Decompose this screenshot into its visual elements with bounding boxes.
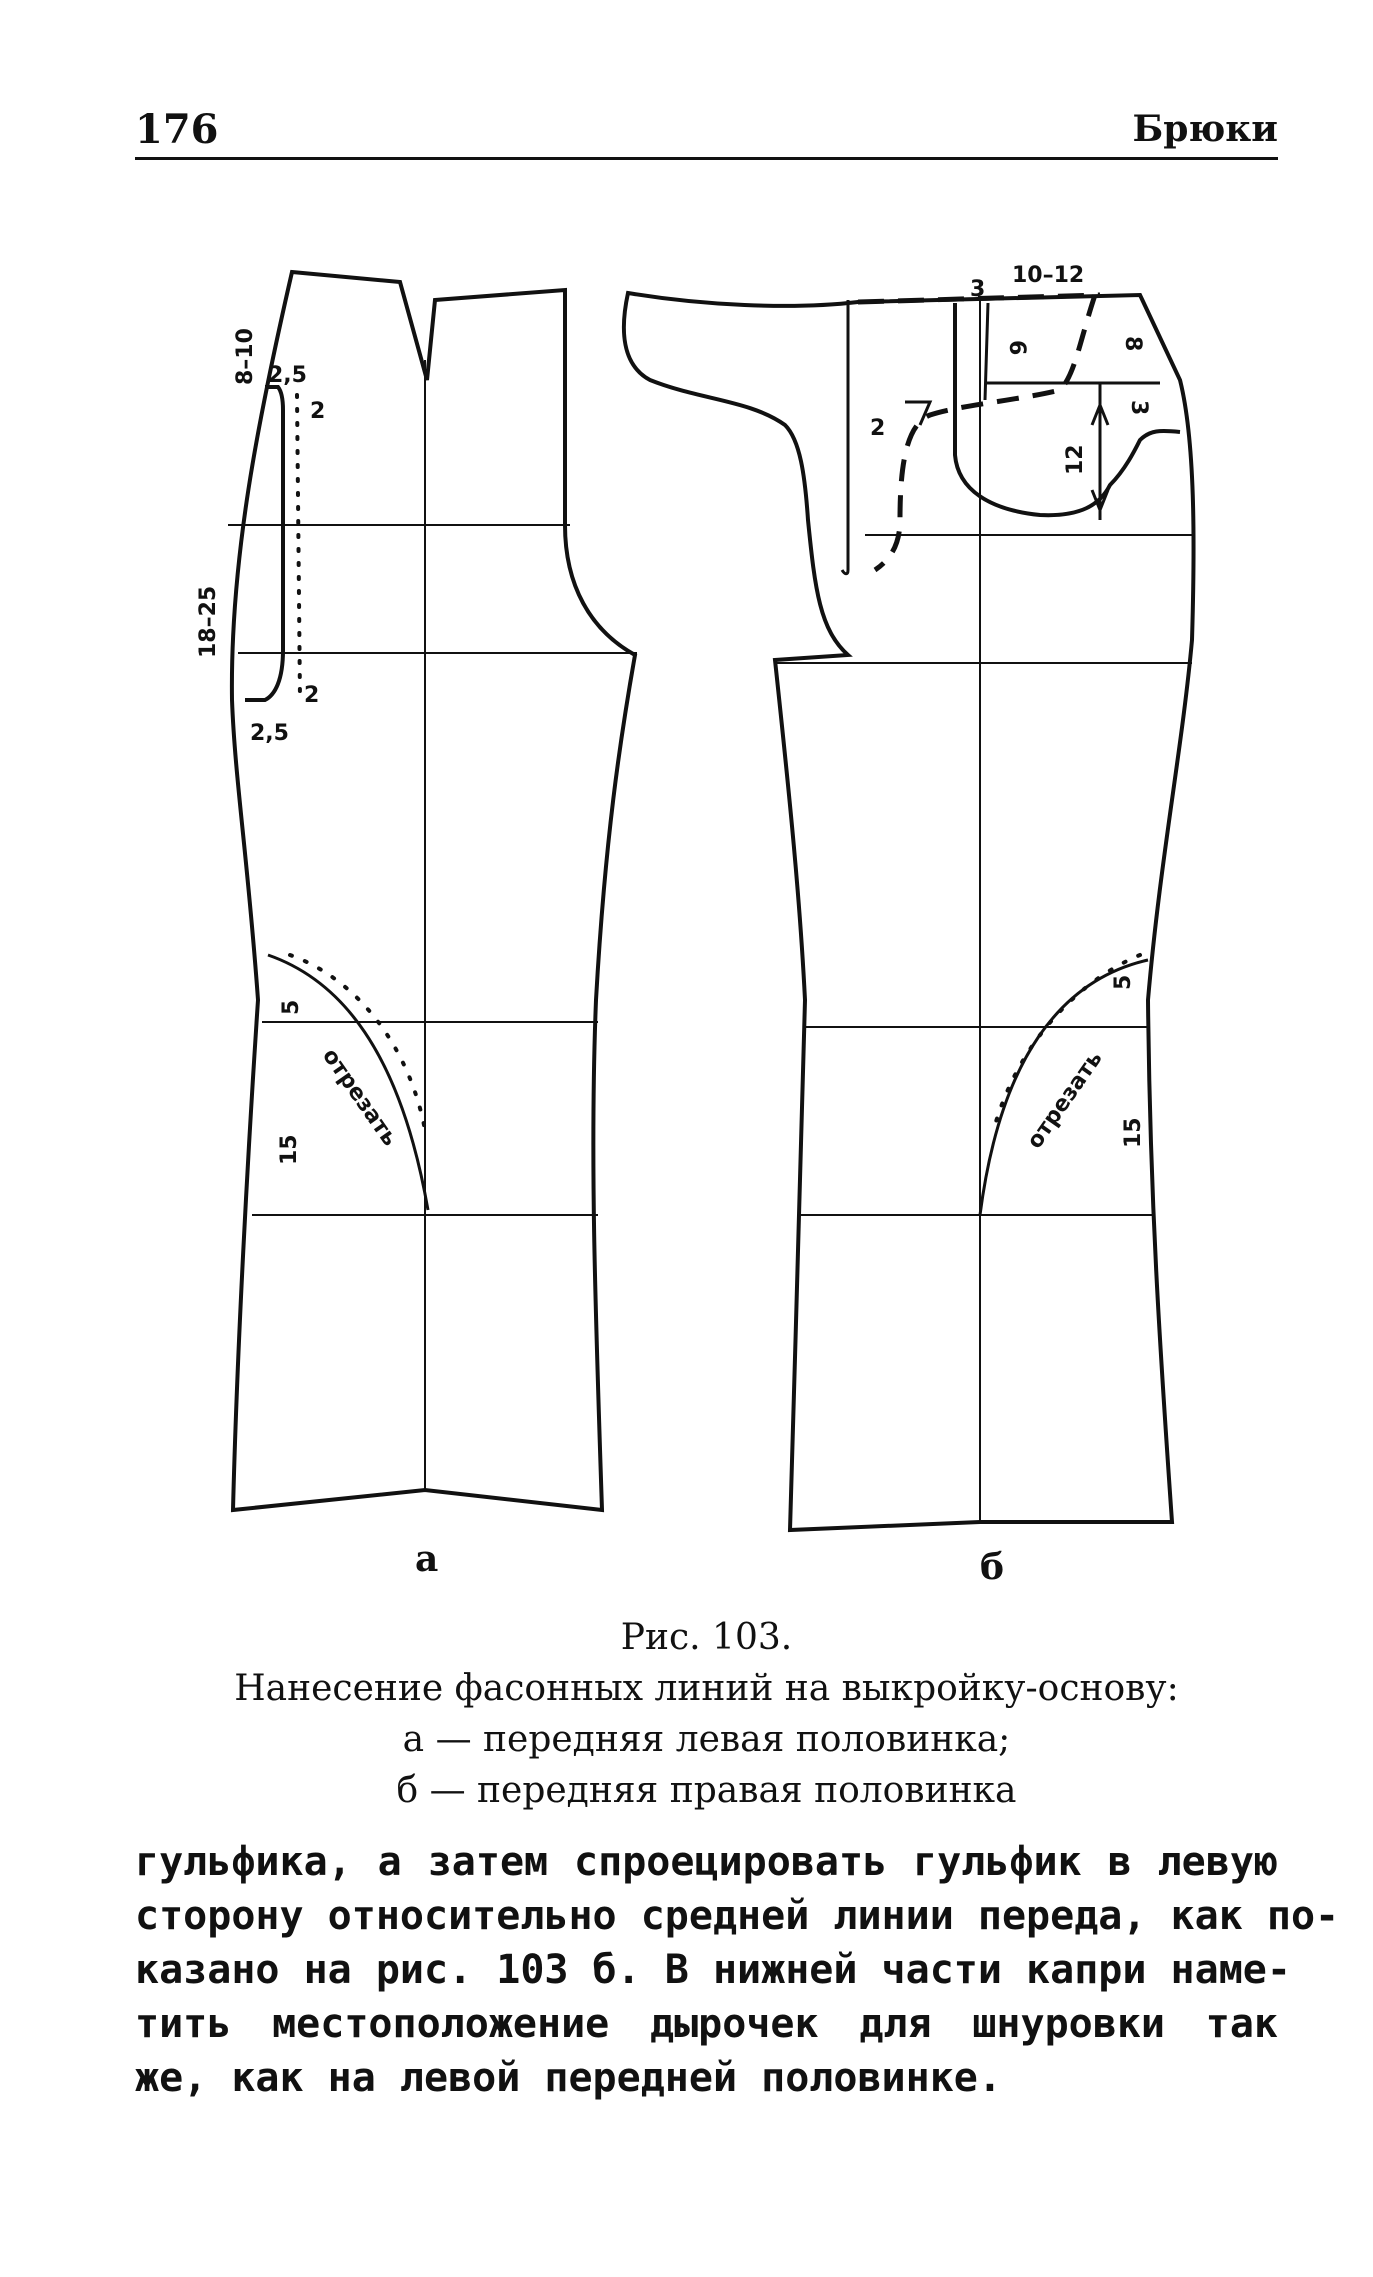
dim-5-a: 5 — [279, 1000, 304, 1015]
pattern-a-fly-line — [245, 385, 285, 702]
dim-3-side: 3 — [1126, 400, 1151, 415]
pattern-b-fly-dashed — [873, 294, 1098, 573]
dim-5-b: 5 — [1111, 975, 1136, 990]
sublabel-a: а — [415, 1538, 439, 1580]
dim-2-5-bottom: 2,5 — [250, 721, 289, 746]
dim-2-bottom: 2 — [304, 683, 319, 708]
pattern-figure: 8–10 2,5 2 18–25 2 2,5 5 15 отрезать 3 1… — [196, 263, 1196, 1533]
pattern-a-outline — [229, 269, 638, 1513]
dim-3-top: 3 — [970, 277, 985, 302]
pattern-b — [622, 290, 1196, 1533]
caption-line-1: Нанесение фасонных линий на выкройку-осн… — [234, 1668, 1179, 1709]
body-line-2: сторону относительно средней линии перед… — [135, 1893, 1340, 1939]
pattern-b-waist-dashed — [857, 292, 1101, 305]
running-head: Брюки — [1132, 108, 1278, 150]
page-header: 176 Брюки — [135, 96, 1278, 154]
header-rule — [135, 157, 1278, 160]
dim-18-25: 18–25 — [196, 586, 221, 658]
caption-title: Рис. 103. — [620, 1617, 793, 1658]
cut-note-b: отрезать — [1022, 1047, 1107, 1154]
pattern-b-fly-front — [840, 300, 850, 576]
dim-15-b: 15 — [1121, 1117, 1146, 1148]
dim-8-10: 8–10 — [233, 328, 258, 385]
dim-2-5-top: 2,5 — [268, 363, 307, 388]
dim-15-a: 15 — [277, 1134, 302, 1165]
page-number: 176 — [135, 106, 219, 153]
pattern-b-pocket-arrow — [1090, 404, 1110, 511]
cut-note-a: отрезать — [317, 1044, 402, 1151]
pattern-b-labels: 3 10–12 6 8 3 2 12 5 15 отрезать — [870, 263, 1151, 1153]
body-line-5: же, как на левой передней половинке. — [135, 2055, 1002, 2101]
dim-10-12: 10–12 — [1012, 263, 1084, 288]
body-line-3: казано на рис. 103 б. В нижней части кап… — [135, 1947, 1291, 1993]
body-line-1: гульфика, а затем спроецировать гульфик … — [135, 1839, 1278, 1885]
body-line-4: тить местоположение дырочек для шнуровки… — [135, 2001, 1278, 2047]
pattern-b-cut-curve — [978, 958, 1149, 1216]
figure-caption: Рис. 103. Нанесение фасонных линий на вы… — [135, 1612, 1278, 1816]
caption-line-2: а — передняя левая половинка; — [402, 1719, 1011, 1760]
pattern-a-fly-dotted — [295, 393, 302, 702]
dim-2-fly: 2 — [870, 416, 885, 441]
dim-2-top: 2 — [310, 399, 325, 424]
dim-8: 8 — [1120, 336, 1145, 351]
caption-line-3: б — передняя правая половинка — [396, 1770, 1017, 1811]
pattern-a — [228, 269, 638, 1513]
dim-12: 12 — [1063, 444, 1088, 475]
body-paragraph: гульфика, а затем спроецировать гульфик … — [135, 1835, 1340, 2105]
pattern-b-fly-mark — [905, 400, 933, 426]
pattern-a-cut-curve — [267, 953, 430, 1211]
pattern-a-cut-dotted — [288, 953, 427, 1132]
dim-6: 6 — [1004, 340, 1029, 355]
sublabel-b: б — [980, 1546, 1005, 1588]
pattern-b-outline — [622, 290, 1196, 1533]
